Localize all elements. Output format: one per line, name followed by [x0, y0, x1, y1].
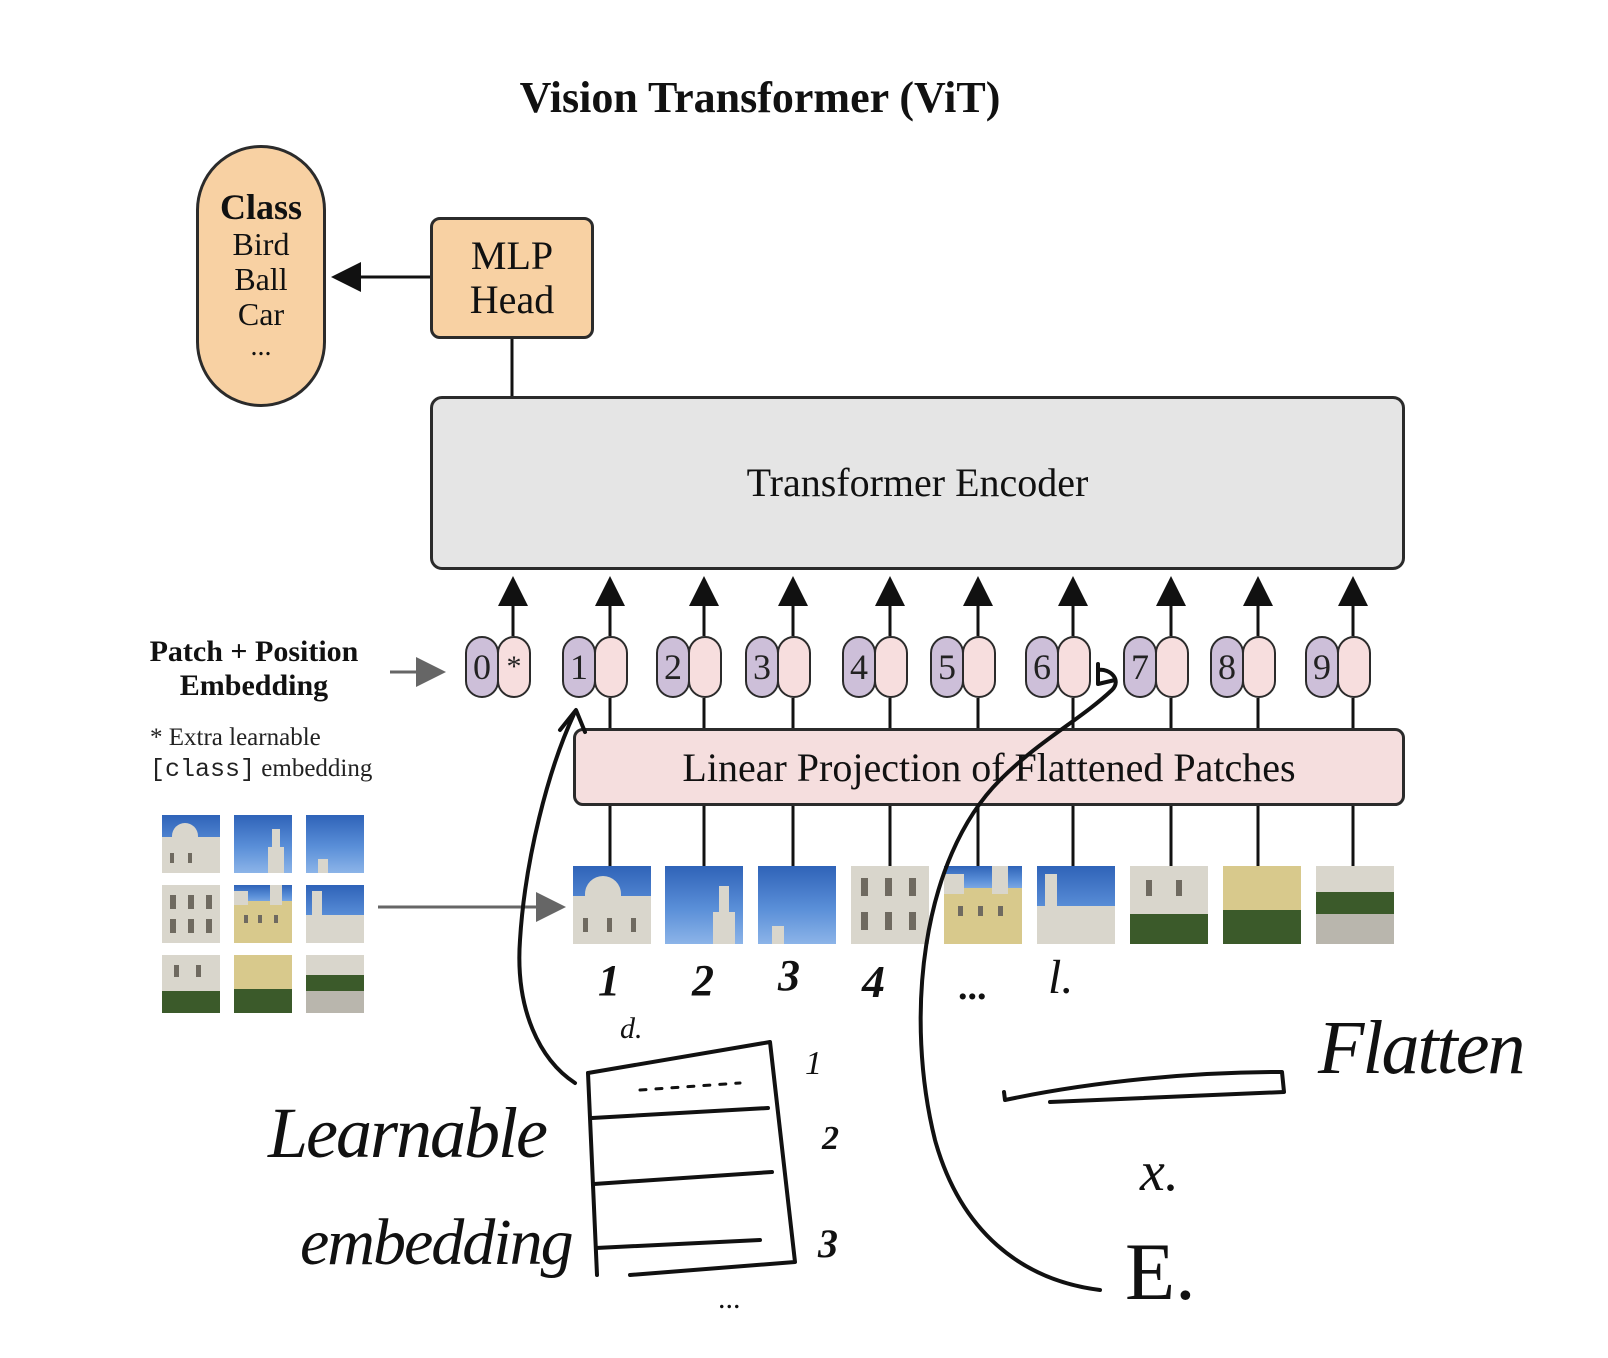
embedding-label: Patch + Position Embedding — [120, 635, 388, 703]
embedding-handwritten-label: embedding — [300, 1206, 574, 1279]
flattened-patch — [851, 866, 929, 944]
embedding-table-left — [586, 1071, 599, 1277]
position-token-9: 9 — [1305, 636, 1339, 698]
linear-projection-box: Linear Projection of Flattened Patches — [573, 728, 1405, 806]
table-row-index: 2 — [822, 1120, 839, 1157]
table-row-index: 3 — [818, 1221, 838, 1266]
flattened-patch — [1223, 866, 1301, 944]
table-bottom-ellipsis: ... — [718, 1282, 741, 1315]
flatten-label: Flatten — [1318, 1006, 1526, 1090]
embedding-table-dotted — [638, 1081, 742, 1092]
handwritten-arrow-to-token-6 — [918, 667, 1118, 1292]
image-grid-patch — [234, 955, 292, 1013]
class-output-box: Class Bird Ball Car ... — [196, 145, 326, 407]
position-token-0: 0 — [465, 636, 499, 698]
class-item: Bird — [232, 226, 290, 262]
e-mark: E. — [1125, 1226, 1196, 1317]
handwritten-arrowhead-1 — [558, 708, 587, 734]
patch-embedding-2 — [688, 636, 722, 698]
handwritten-index: l. — [1048, 951, 1074, 1004]
table-row-index: 1 — [805, 1045, 822, 1082]
image-grid-patch — [306, 885, 364, 943]
mlp-head-line2: Head — [469, 277, 555, 322]
patch-embedding-8 — [1242, 636, 1276, 698]
handwritten-arrow-to-token-1 — [517, 712, 577, 1085]
flattened-patch — [944, 866, 1022, 944]
embedding-table-row-line — [594, 1238, 762, 1250]
class-token-marker: * — [497, 636, 531, 698]
image-grid-patch — [162, 815, 220, 873]
embedding-label-line1: Patch + Position — [149, 635, 359, 668]
handwritten-arrowhead-6 — [1096, 662, 1117, 686]
position-token-2: 2 — [656, 636, 690, 698]
position-token-6: 6 — [1025, 636, 1059, 698]
flattened-patch — [1037, 866, 1115, 944]
handwritten-index: 4 — [862, 956, 885, 1007]
handwritten-strokes — [517, 662, 1286, 1292]
handwritten-index: 2 — [692, 956, 714, 1005]
class-item: Car — [237, 296, 285, 332]
position-token-1: 1 — [562, 636, 596, 698]
encoder-label: Transformer Encoder — [746, 460, 1089, 505]
transformer-encoder-box: Transformer Encoder — [430, 396, 1405, 570]
image-grid-patch — [162, 885, 220, 943]
class-token-note-line1: * Extra learnable — [150, 724, 321, 751]
image-grid-patch — [306, 815, 364, 873]
embedding-label-line2: Embedding — [179, 669, 329, 702]
flattened-patch — [1316, 866, 1394, 944]
handwritten-index: ... — [958, 966, 987, 1008]
flattened-patch — [1130, 866, 1208, 944]
patch-embedding-1 — [594, 636, 628, 698]
embedding-table-row-line — [592, 1170, 774, 1186]
position-token-3: 3 — [745, 636, 779, 698]
mlp-head-box: MLP Head — [430, 217, 594, 339]
learnable-label: Learnable — [268, 1093, 548, 1173]
projection-to-token-lines — [608, 698, 1355, 728]
class-token-note: * Extra learnable [class] embedding — [150, 722, 372, 785]
patch-embedding-9 — [1337, 636, 1371, 698]
embedding-table-row-line — [590, 1106, 770, 1120]
embedding-table-outline — [586, 1040, 797, 1277]
class-item: Ball — [234, 261, 288, 297]
flattened-patch — [665, 866, 743, 944]
image-grid-patch — [234, 815, 292, 873]
diagram-title: Vision Transformer (ViT) — [519, 73, 1001, 122]
class-heading: Class — [219, 187, 303, 227]
class-item: ... — [250, 331, 272, 362]
mlp-head-line1: MLP — [470, 233, 554, 278]
projection-label: Linear Projection of Flattened Patches — [682, 745, 1296, 790]
flattened-patch — [573, 866, 651, 944]
patch-embedding-4 — [874, 636, 908, 698]
position-token-4: 4 — [842, 636, 876, 698]
patch-embedding-3 — [777, 636, 811, 698]
flattened-patch — [758, 866, 836, 944]
handwritten-index: 1 — [598, 956, 620, 1005]
patch-to-projection-lines — [608, 806, 1355, 866]
image-grid-patch — [234, 885, 292, 943]
patch-embedding-7 — [1155, 636, 1189, 698]
image-grid-patch — [306, 955, 364, 1013]
class-token-code: [class] — [150, 755, 256, 784]
image-grid-patch — [162, 955, 220, 1013]
table-top-mark: d. — [620, 1012, 643, 1045]
patch-embedding-5 — [962, 636, 996, 698]
class-token-note-rest: embedding — [255, 755, 373, 782]
token-arrows — [498, 576, 1368, 636]
position-token-5: 5 — [930, 636, 964, 698]
flatten-vector — [1002, 1070, 1286, 1104]
handwritten-index: 3 — [778, 951, 800, 1000]
patch-embedding-6 — [1057, 636, 1091, 698]
times-mark: x. — [1140, 1141, 1179, 1203]
